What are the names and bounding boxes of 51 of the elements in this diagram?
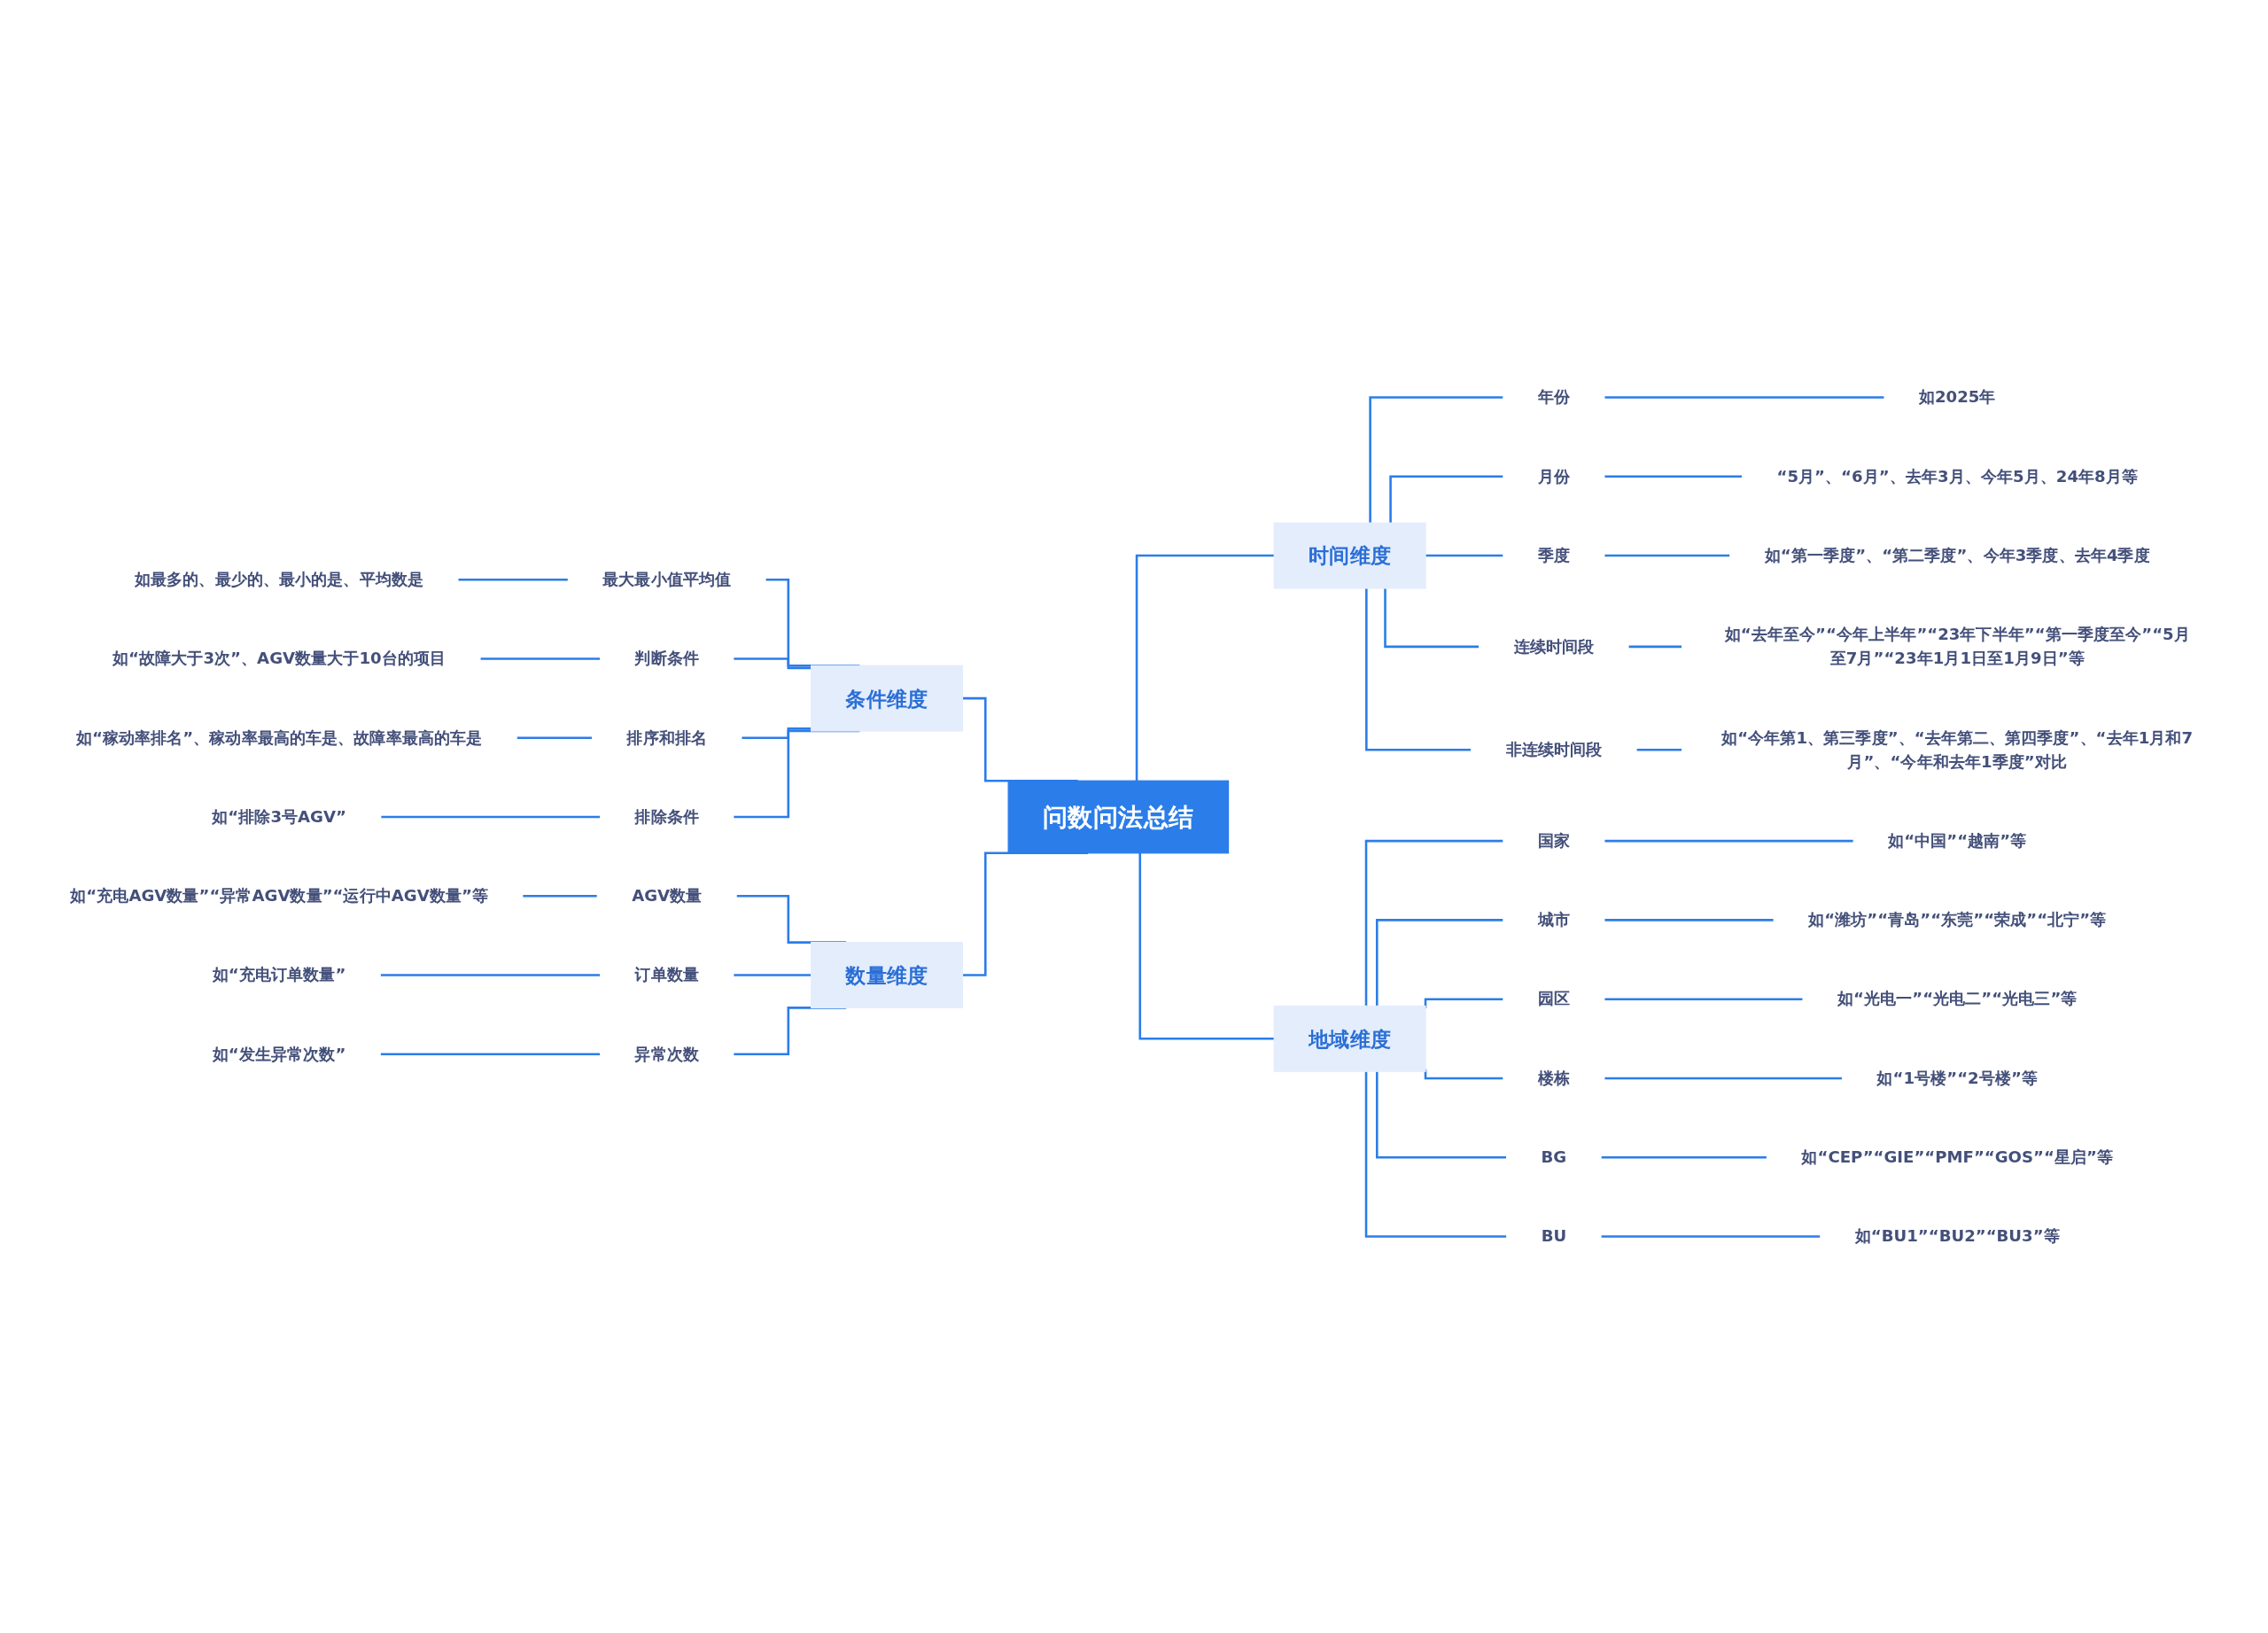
node-text: 如“CEP”“GIE”“PMF”“GOS”“星启”等	[1801, 1147, 2114, 1166]
node-text: 国家	[1537, 830, 1570, 850]
node-text: 楼栋	[1537, 1068, 1570, 1087]
node-text: 月份	[1537, 466, 1570, 486]
node-text: 如2025年	[1918, 387, 1996, 406]
node-text: 异常次数	[634, 1044, 699, 1062]
node-text: 如最多的、最少的、最小的是、平均数是	[135, 569, 424, 588]
node-text: 如“潍坊”“青岛”“东莞”“荣成”“北宁”等	[1808, 909, 2107, 929]
node-text: 季度	[1537, 545, 1570, 564]
node-text: 订单数量	[634, 965, 699, 984]
node-box: 数量维度	[811, 941, 964, 1008]
node-text: 年份	[1537, 387, 1570, 406]
connector	[1375, 918, 1503, 1006]
node-text: 排除条件	[634, 806, 699, 826]
node-text: 如“今年第1、第三季度”、“去年第二、第四季度”、“去年1月和7月”、“今年和去年1季度”对比	[1721, 727, 2194, 771]
node-text: 园区	[1537, 989, 1570, 1007]
node-text: “5月”、“6月”、去年3月、今年5月、24年8月等	[1776, 466, 2138, 486]
node-text: 如“故障大于3次”、AGV数量大于10台的项目	[112, 649, 447, 667]
node-text: 城市	[1537, 909, 1570, 929]
node-text: 连续时间段	[1513, 636, 1595, 656]
node-text: 如“发生异常次数”	[212, 1044, 346, 1062]
node-text: 如“光电一”“光电二”“光电三”等	[1837, 989, 2078, 1007]
connector	[1364, 1070, 1507, 1238]
node-text: 判断条件	[634, 649, 699, 667]
connector	[1135, 554, 1275, 781]
node-box: 地域维度	[1273, 1005, 1426, 1072]
connector	[1365, 587, 1472, 751]
node-text: 如“去年至今”“今年上半年”“23年下半年”“第一季度至今”“5月至7月”“23年1月1日至1月9日”等	[1724, 624, 2190, 667]
node-text: BU	[1541, 1225, 1567, 1245]
node-text: BG	[1541, 1147, 1567, 1166]
node-text: AGV数量	[632, 885, 703, 905]
node-text: 如“稼动率排名”、稼动率最高的车是、故障率最高的车是	[75, 727, 483, 746]
node-text: 如“充电AGV数量”“异常AGV数量”“运行中AGV数量”等	[70, 885, 488, 905]
node-text: 如“BU1”“BU2”“BU3”等	[1854, 1225, 2060, 1245]
node-text: 如“1号楼”“2号楼”等	[1876, 1068, 2038, 1087]
node-box: 问数问法总结	[1007, 780, 1230, 853]
node-text: 排序和排名	[626, 727, 707, 746]
connector	[1138, 852, 1275, 1040]
node-box: 条件维度	[811, 665, 964, 732]
connector	[1375, 1070, 1507, 1158]
connector	[1389, 475, 1503, 523]
node-text: 如“第一季度”、“第二季度”、今年3季度、去年4季度	[1764, 545, 2150, 564]
node-box: 时间维度	[1273, 522, 1426, 589]
connector	[1384, 587, 1480, 648]
node-text: 如“中国”“越南”等	[1888, 830, 2027, 850]
node-text: 如“充电订单数量”	[212, 965, 346, 984]
node-text: 最大最小值平均值	[602, 569, 732, 588]
connector	[1364, 839, 1503, 1006]
node-text: 如“排除3号AGV”	[212, 806, 346, 826]
connector	[1369, 395, 1503, 523]
node-text: 非连续时间段	[1505, 739, 1603, 758]
